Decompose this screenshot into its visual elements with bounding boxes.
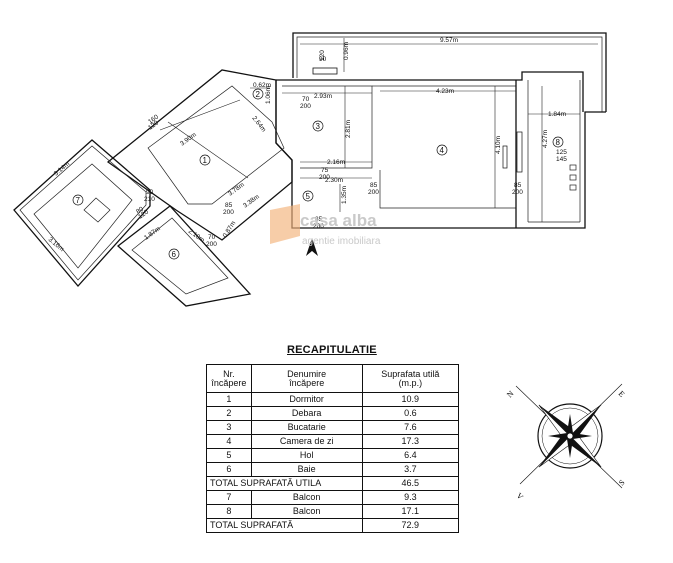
dim-187: 1.87m (143, 225, 162, 241)
compass-e: E (617, 389, 627, 399)
room-5-number: 5 (306, 192, 311, 201)
opening-85b: 85 (514, 182, 522, 189)
opening-200c: 200 (368, 189, 379, 196)
watermark-brand: casa alba (300, 211, 377, 230)
opening-85c: 85 (315, 216, 323, 223)
opening-80: 80 (135, 205, 145, 215)
room-1-number: 1 (203, 156, 208, 165)
opening-200b: 200 (319, 174, 330, 181)
room-7-number: 7 (76, 196, 81, 205)
dim-230: 2.30m (325, 177, 343, 184)
dim-216: 2.16m (327, 159, 345, 166)
dim-390: 3.90m (179, 131, 198, 147)
opening-90: 90 (319, 56, 327, 63)
dim-210: 2.10m (187, 228, 206, 244)
opening-200e: 200 (313, 223, 324, 230)
dim-427: 4.27m (542, 130, 549, 148)
room-4-number: 4 (440, 146, 445, 155)
dim-378: 3.78m (227, 181, 246, 197)
bathroom-block: 1.87m 2.10m 0.87m 70 200 80 120 (116, 205, 252, 307)
opening-120: 120 (319, 50, 326, 61)
dim-281: 2.81m (345, 120, 352, 138)
dim-338: 3.38m (242, 193, 261, 209)
east-block: 2.93m 4.23m 1.84m 2.81m 4.10m 4.27m 2.16… (250, 71, 606, 230)
opening-85d: 85 (225, 202, 233, 209)
dim-106: 1.06m (265, 86, 272, 104)
watermark: casa alba agentie imobiliara (270, 204, 381, 247)
compass-v: V (515, 491, 526, 501)
header-nr: Nr.încăpere (206, 364, 252, 393)
compass-s: S (617, 478, 627, 488)
dim-264: 2.64m (250, 115, 267, 134)
watermark-tagline: agentie imobiliara (302, 236, 381, 247)
floor-plan: 9.57m 0.96m 90 120 2.93m 4.23m 1.84m 2.8… (13, 32, 607, 307)
dim-135: 1.35m (341, 186, 348, 204)
opening-200d: 200 (512, 189, 523, 196)
opening-200a: 200 (300, 103, 311, 110)
opening-85a: 85 (370, 182, 378, 189)
opening-70a: 70 (302, 96, 310, 103)
compass-rose-icon: N E S V (505, 383, 627, 501)
entrance-arrow-icon (306, 238, 318, 256)
opening-125: 125 (556, 149, 567, 156)
room-2-number: 2 (256, 90, 261, 99)
opening-145: 145 (556, 156, 567, 163)
dim-410: 4.10m (495, 136, 502, 154)
dim-184: 1.84m (548, 111, 566, 118)
dim-316: 3.16m (47, 236, 65, 253)
room-3-number: 3 (316, 122, 321, 131)
compass-n: N (505, 389, 516, 400)
dim-314: 3.14m (53, 161, 71, 178)
opening-200f: 200 (223, 209, 234, 216)
room-numbers: 1 2 3 4 5 6 7 8 (72, 88, 564, 260)
header-area: Suprafata utilă(m.p.) (361, 364, 460, 393)
dim-423: 4.23m (436, 88, 454, 95)
balcony-top: 9.57m 0.96m 90 120 (292, 32, 607, 112)
dim-top-opening: 0.96m (343, 42, 350, 60)
opening-70b: 70 (208, 234, 216, 241)
dim-062: 0.62m (253, 82, 271, 89)
room-6-number: 6 (172, 250, 177, 259)
room-8-number: 8 (556, 138, 561, 147)
opening-75: 75 (321, 167, 329, 174)
recap-title: RECAPITULATIE (287, 344, 377, 356)
balcony-west: 3.14m 3.16m (13, 139, 151, 287)
dim-top-balcony: 9.57m (440, 37, 458, 44)
opening-200g: 200 (206, 241, 217, 248)
dim-293: 2.93m (314, 93, 332, 100)
